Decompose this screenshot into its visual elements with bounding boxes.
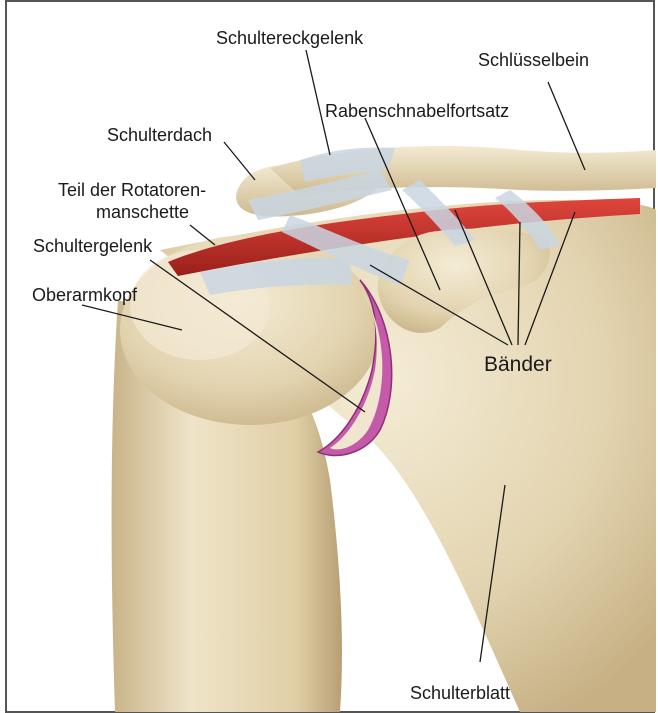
label-schulterdach: Schulterdach: [107, 125, 212, 146]
label-rotatoren-line1: Teil der Rotatoren-: [58, 180, 206, 201]
label-schultereckgelenk: Schultereckgelenk: [216, 28, 363, 49]
leader-schulterdach: [224, 142, 255, 180]
label-rotatoren-line2: manschette: [96, 202, 189, 223]
label-rabenschnabelfortsatz: Rabenschnabelfortsatz: [325, 101, 509, 122]
label-schluesselbein: Schlüsselbein: [478, 50, 589, 71]
label-oberarmkopf: Oberarmkopf: [32, 285, 137, 306]
label-schultergelenk: Schultergelenk: [33, 236, 152, 257]
label-baender: Bänder: [484, 354, 552, 375]
label-schulterblatt: Schulterblatt: [410, 683, 510, 704]
